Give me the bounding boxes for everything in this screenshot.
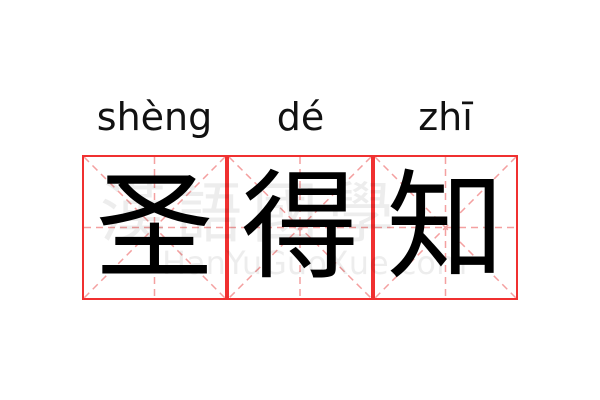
grid-guides-icon bbox=[229, 157, 371, 298]
grid-guides-icon bbox=[84, 157, 225, 298]
pinyin-3: zhī bbox=[418, 95, 473, 139]
hanzi-2: 得 bbox=[240, 158, 359, 296]
character-cell-2: 得 bbox=[227, 155, 373, 300]
grid-guides-icon bbox=[375, 157, 516, 298]
character-cell-1: 圣 bbox=[82, 155, 227, 300]
character-grid: 圣 得 知 bbox=[82, 155, 518, 300]
pinyin-1: shèng bbox=[96, 95, 213, 139]
hanzi-1: 圣 bbox=[95, 158, 214, 296]
character-cell-3: 知 bbox=[373, 155, 518, 300]
pinyin-2: dé bbox=[276, 95, 325, 139]
hanzi-3: 知 bbox=[386, 158, 505, 296]
